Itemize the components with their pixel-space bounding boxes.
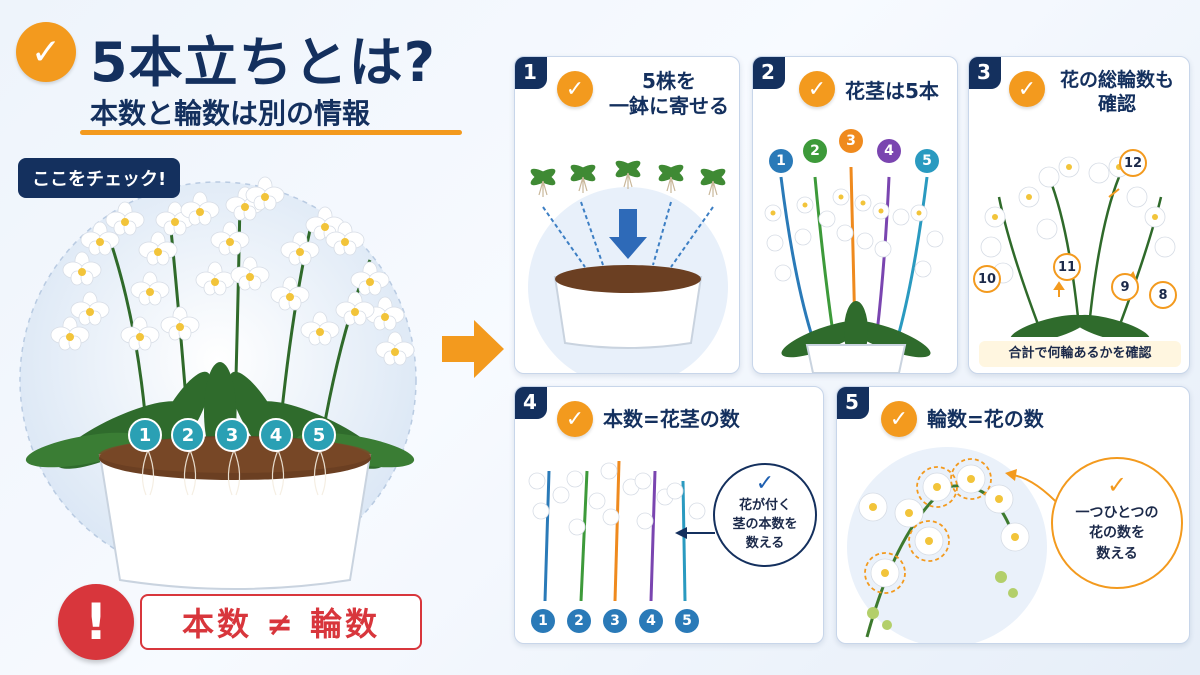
stem-label: 3: [839, 129, 863, 153]
stem-label: 4: [639, 609, 663, 633]
stem-label: 2: [567, 609, 591, 633]
check-icon: ✓: [799, 71, 835, 107]
flower-count-callout: ✓ 一つひとつの 花の数を 数える: [1051, 457, 1183, 589]
stem-label: 1: [769, 149, 793, 173]
check-icon: ✓: [1106, 471, 1128, 499]
main-orchid-illustration: [19, 176, 417, 590]
step-number: 3: [969, 57, 1001, 89]
stem-badge: 5: [302, 418, 336, 452]
stem-label: 2: [803, 139, 827, 163]
stem-label: 4: [877, 139, 901, 163]
step-title: 本数=花茎の数: [603, 407, 740, 431]
callout-text: 花が付く 茎の本数を 数える: [732, 498, 798, 551]
step-panel-1: 1 ✓ 5株を 一鉢に寄せる: [514, 56, 740, 374]
step-number: 5: [837, 387, 869, 419]
stems-count-illustration: [528, 460, 706, 601]
step-title: 花の総輪数も 確認: [1059, 69, 1174, 115]
step-panel-3: 3 ✓ 花の総輪数も 確認 12 10 11 9 8 合計で何輪あるかを確認: [968, 56, 1190, 374]
check-icon: ✓: [16, 22, 76, 82]
callout-text: 一つひとつの 花の数を 数える: [1075, 505, 1159, 562]
step-title: 5株を 一鉢に寄せる: [609, 69, 729, 118]
step-panel-4: 4 ✓ 本数=花茎の数 1 2 3 4 5 ✓ 花が付く 茎の本数を 数える: [514, 386, 824, 644]
stem-badge: 1: [128, 418, 162, 452]
flower-count-label: 8: [1149, 281, 1177, 309]
check-here-tag: ここをチェック!: [18, 158, 181, 198]
flower-count-label: 11: [1053, 253, 1081, 281]
stem-badge: 3: [215, 418, 249, 452]
check-icon: ✓: [755, 471, 775, 496]
five-stems-illustration: [764, 166, 944, 373]
flower-count-label: 10: [973, 265, 1001, 293]
stem-label: 1: [531, 609, 555, 633]
flower-count-label: 12: [1119, 149, 1147, 177]
total-count-caption: 合計で何輪あるかを確認: [979, 341, 1181, 367]
step-number: 4: [515, 387, 547, 419]
step-panel-2: 2 ✓ 花茎は5本 1 2 3 4 5: [752, 56, 958, 374]
page-title: 5本立ちとは?: [90, 31, 436, 94]
step-title: 花茎は5本: [845, 79, 939, 103]
flower-spray-illustration: [847, 447, 1047, 643]
stem-count-callout: ✓ 花が付く 茎の本数を 数える: [713, 463, 817, 567]
step-title: 輪数=花の数: [927, 407, 1044, 431]
five-plants-into-pot-illustration: [528, 160, 728, 373]
stem-label: 5: [675, 609, 699, 633]
check-icon: ✓: [557, 71, 593, 107]
stem-badge: 2: [171, 418, 205, 452]
check-icon: ✓: [557, 401, 593, 437]
check-icon: ✓: [1009, 71, 1045, 107]
arrow-right-icon: [442, 320, 504, 378]
subtitle-underline: [80, 130, 462, 135]
exclamation-icon: !: [58, 584, 134, 660]
flower-count-label: 9: [1111, 273, 1139, 301]
check-icon: ✓: [881, 401, 917, 437]
stem-label: 5: [915, 149, 939, 173]
step-panel-5: 5 ✓ 輪数=花の数 ✓ 一つひとつの 花の数を 数える: [836, 386, 1190, 644]
step-number: 1: [515, 57, 547, 89]
pointer-arrow-icon: [675, 527, 715, 539]
step-number: 2: [753, 57, 785, 89]
stem-label: 3: [603, 609, 627, 633]
page-subtitle: 本数と輪数は別の情報: [90, 97, 371, 130]
stem-badge: 4: [259, 418, 293, 452]
warning-box: 本数 ≠ 輪数: [140, 594, 422, 650]
